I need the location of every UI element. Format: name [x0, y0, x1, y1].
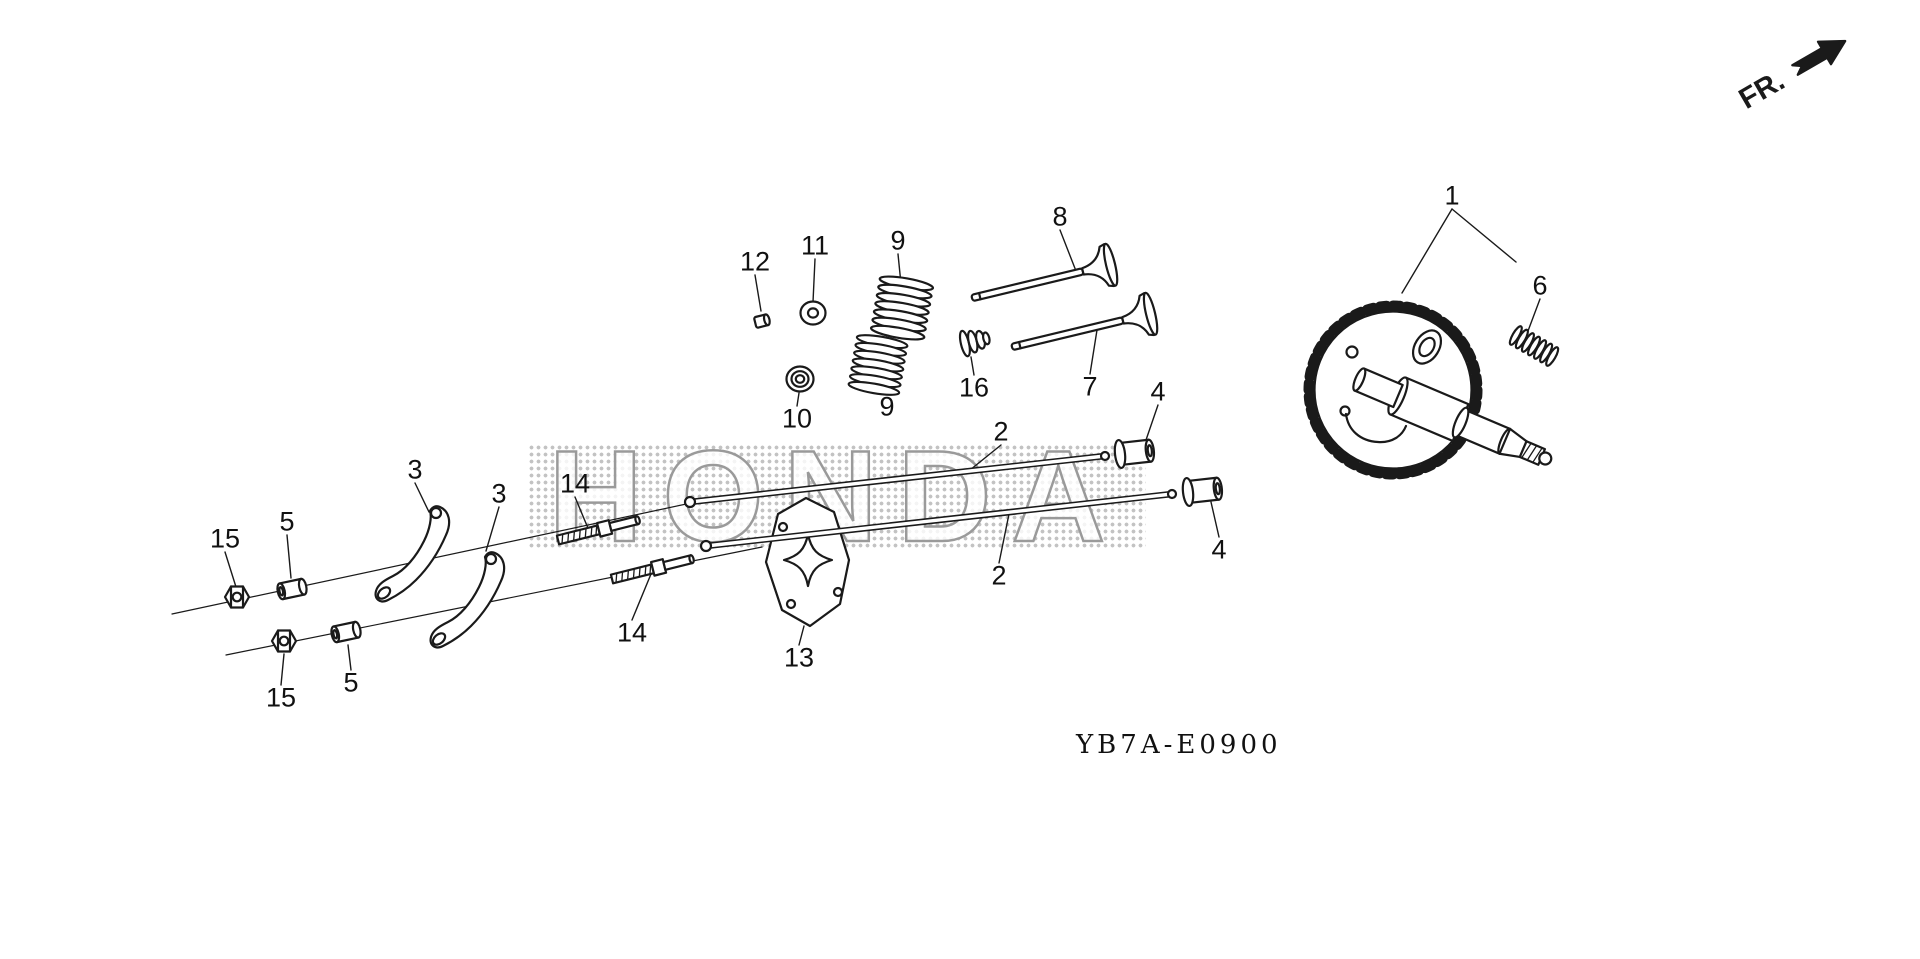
pivot-bolt-a — [555, 511, 643, 548]
part-label-3-left: 3 — [407, 454, 423, 485]
valve-lifter-lower — [1180, 473, 1225, 508]
valve-stem-seal — [958, 329, 991, 358]
fr-label: FR. — [1734, 65, 1790, 116]
part-label-16: 16 — [958, 372, 990, 403]
valve-lifter-upper — [1112, 435, 1157, 470]
valve-cap — [753, 313, 771, 329]
diagram-code: YB7A-E0900 — [1076, 730, 1282, 760]
pivot-bolt-b — [609, 550, 697, 587]
spring-retainer — [799, 300, 827, 326]
part-label-9-upper: 9 — [890, 225, 906, 256]
fr-arrow-icon — [1791, 39, 1847, 76]
part-label-2-upper: 2 — [993, 416, 1009, 447]
part-label-12: 12 — [739, 246, 771, 277]
part-label-11: 11 — [800, 230, 830, 261]
valve-spring-upper — [869, 272, 935, 344]
part-label-4-lower: 4 — [1211, 534, 1227, 565]
part-label-1: 1 — [1444, 180, 1460, 211]
camshaft-shaft — [1352, 367, 1553, 466]
part-label-10: 10 — [781, 403, 813, 434]
camshaft-assembly — [1303, 300, 1553, 480]
part-label-7: 7 — [1082, 371, 1098, 402]
fr-direction-indicator: FR. — [1734, 39, 1847, 116]
part-label-15-lower: 15 — [265, 682, 297, 713]
push-rod-lower — [699, 488, 1178, 553]
part-label-8: 8 — [1052, 201, 1068, 232]
part-label-14-upper: 14 — [559, 468, 591, 499]
part-label-5-upper: 5 — [279, 506, 295, 537]
part-label-3-right: 3 — [491, 478, 507, 509]
push-rod-upper — [683, 450, 1111, 509]
rocker-arm-b — [429, 551, 506, 649]
pivot-nut-a — [223, 585, 251, 609]
leader-lines — [224, 208, 1541, 686]
part-label-2-lower: 2 — [991, 560, 1007, 591]
part-label-13: 13 — [783, 642, 815, 673]
valve-spring-lower — [846, 331, 910, 399]
part-label-4-upper: 4 — [1150, 376, 1166, 407]
valve-exhaust — [1005, 290, 1162, 370]
decompressor-spring — [1506, 323, 1562, 369]
guide-plate — [764, 496, 851, 628]
part-label-9-lower: 9 — [879, 391, 895, 422]
rocker-arm-a — [374, 505, 451, 603]
pivot-bushing-b — [329, 620, 363, 644]
spring-seat — [785, 365, 815, 393]
valve-inlet — [965, 241, 1122, 321]
part-label-6: 6 — [1532, 270, 1548, 301]
part-label-15-upper: 15 — [209, 523, 241, 554]
part-label-14-lower: 14 — [616, 617, 648, 648]
assembly-axis-lines — [171, 499, 763, 656]
pivot-bushing-a — [275, 577, 309, 601]
pivot-nut-b — [270, 629, 298, 653]
part-label-5-lower: 5 — [343, 667, 359, 698]
